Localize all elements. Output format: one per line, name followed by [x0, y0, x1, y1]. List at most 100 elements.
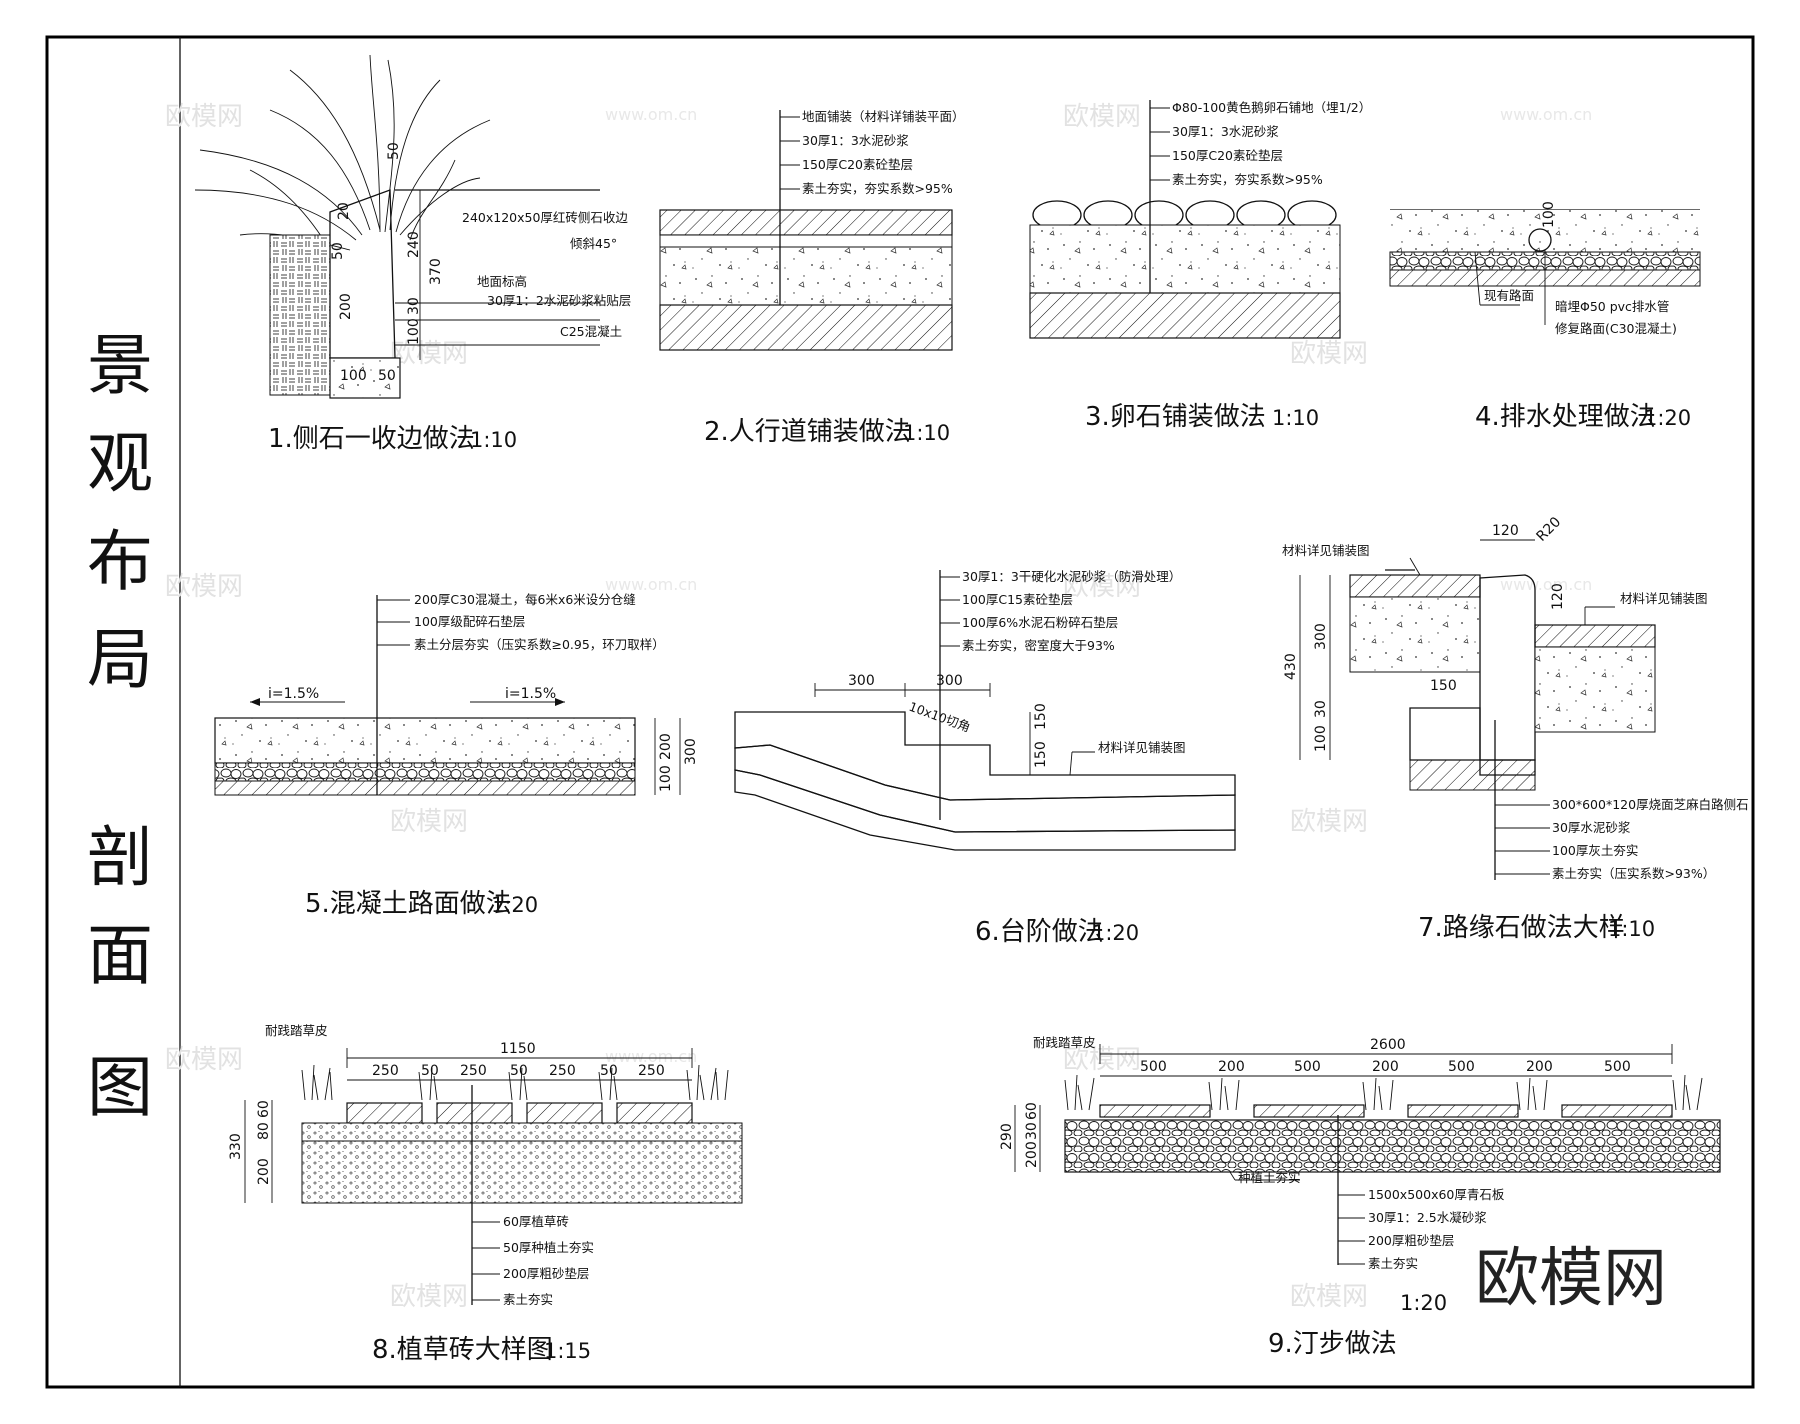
watermark-url: www.om.cn [605, 105, 697, 124]
d2-label: 素土夯实，夯实系数>95% [802, 181, 953, 196]
concrete-layer [659, 246, 953, 306]
sand-layer [301, 1140, 743, 1204]
left-concrete [1349, 596, 1481, 673]
watermark-url: www.om.cn [1500, 575, 1592, 594]
d6-dim: 150 [1033, 703, 1049, 730]
gravel-layer [214, 762, 636, 782]
d3-label: 30厚1：3水泥砂浆 [1172, 124, 1279, 139]
d7-label: 材料详见铺装图 [1282, 543, 1370, 558]
d9-scale: 1:20 [1400, 1291, 1447, 1315]
d8-dim: 200 [256, 1158, 272, 1185]
watermark: 欧模网 [1063, 1045, 1141, 1075]
d1-dim: 50 [386, 142, 402, 160]
d9-dim: 500 [1140, 1059, 1167, 1075]
d8-dim: 50 [600, 1063, 618, 1079]
detail-1-curb-edging: 240x120x50厚红砖侧石收边 倾斜45° 地面标高 30厚1：2水泥砂浆粘… [194, 54, 631, 454]
d4-label: 暗埋Φ50 pvc排水管 [1555, 299, 1669, 314]
paver-3 [526, 1102, 603, 1124]
watermark: 欧模网 [165, 1045, 243, 1075]
d8-dim: 50 [510, 1063, 528, 1079]
d7-label: 300*600*120厚烧面芝麻白路侧石 [1552, 797, 1749, 812]
d1-caption: 1.侧石一收边做法 [268, 424, 475, 454]
title-char: 景 [87, 327, 153, 404]
detail-5-concrete-road: 200厚C30混凝土，每6米x6米设分仓缝 100厚级配碎石垫层 素土分层夯实（… [214, 592, 699, 919]
d5-scale: 1:20 [491, 893, 538, 917]
mortar-layer [659, 234, 953, 248]
d9-dim: 500 [1604, 1059, 1631, 1075]
d7-dim: 100 [1313, 725, 1329, 752]
d3-scale: 1:10 [1272, 406, 1319, 430]
paver-2 [436, 1102, 513, 1124]
watermark: 欧模网 [165, 572, 243, 602]
brand-logo: 欧模网 [1475, 1242, 1667, 1316]
detail-9-stepping-stones: 2600 500 200 500 200 500 200 500 耐践踏草皮 2… [999, 1035, 1721, 1359]
d9-label: 种植土夯实 [1238, 1170, 1301, 1185]
d9-label: 200厚粗砂垫层 [1368, 1233, 1454, 1248]
d3-label: 素土夯实，夯实系数>95% [1172, 172, 1323, 187]
step-soil [734, 769, 1236, 851]
watermark: 欧模网 [1290, 807, 1368, 837]
concrete-base [329, 357, 401, 399]
d8-label: 耐践踏草皮 [265, 1023, 328, 1038]
d5-label: 素土分层夯实（压实系数≥0.95，环刀取样） [414, 637, 665, 652]
road-layer [1390, 210, 1700, 252]
detail-3-pebble-paving: Φ80-100黄色鹅卵石铺地（埋1/2） 30厚1：3水泥砂浆 150厚C20素… [1029, 100, 1371, 432]
d9-label: 素土夯实 [1368, 1256, 1418, 1271]
d8-dim: 250 [460, 1063, 487, 1079]
d1-label: 倾斜45° [570, 236, 617, 251]
d5-caption: 5.混凝土路面做法 [305, 889, 512, 919]
title-char: 面 [87, 917, 153, 994]
d1-dim: 50 [378, 368, 396, 384]
d7-scale: 1:10 [1608, 917, 1655, 941]
left-paving [1349, 574, 1481, 598]
d6-label: 100厚6%水泥石粉碎石垫层 [962, 615, 1118, 630]
d8-dim: 250 [372, 1063, 399, 1079]
detail-8-grass-paver: 1150 250 50 250 50 250 50 250 耐践踏草皮 60 8… [228, 1023, 743, 1365]
d8-dim: 250 [638, 1063, 665, 1079]
d9-dim: 60 [1024, 1102, 1040, 1120]
stone-1 [1099, 1104, 1211, 1118]
d3-caption: 3.卵石铺装做法 [1085, 402, 1266, 432]
soil-layer [659, 304, 953, 351]
d6-dim: 150 [1033, 741, 1049, 768]
d6-label: 100厚C15素砼垫层 [962, 592, 1073, 607]
d9-dim: 500 [1448, 1059, 1475, 1075]
kerb-soil [1409, 759, 1536, 791]
soil-layer [214, 780, 636, 796]
d1-dim: 50 [330, 242, 346, 260]
d1-dim: 200 [338, 293, 354, 320]
concrete-layer [214, 717, 636, 764]
d7-dim: 150 [1430, 678, 1457, 694]
stone-4 [1561, 1104, 1673, 1118]
d6-label: 30厚1：3干硬化水泥砂浆（防滑处理） [962, 569, 1181, 584]
watermark: 欧模网 [1063, 102, 1141, 132]
d7-dim: 120 [1550, 583, 1566, 610]
d7-caption: 7.路缘石做法大样 [1418, 913, 1625, 943]
d8-scale: 1:15 [544, 1339, 591, 1363]
d8-dim: 330 [228, 1133, 244, 1160]
kerb [1479, 574, 1536, 761]
d9-label: 30厚1：2.5水凝砂浆 [1368, 1210, 1487, 1225]
concrete-layer [1029, 224, 1341, 294]
watermarks: 欧模网 www.om.cn 欧模网 www.om.cn 欧模网 欧模网 欧模网 … [165, 102, 1592, 1312]
detail-2-sidewalk-paving: 地面铺装（材料详铺装平面） 30厚1：3水泥砂浆 150厚C20素砼垫层 素土夯… [659, 109, 965, 447]
d1-scale: 1:10 [470, 428, 517, 452]
d3-label: 150厚C20素砼垫层 [1172, 148, 1283, 163]
d8-label: 50厚种植土夯实 [503, 1240, 594, 1255]
d2-label: 地面铺装（材料详铺装平面） [802, 109, 965, 124]
d2-scale: 1:10 [903, 421, 950, 445]
d5-dim: 100 [658, 765, 674, 792]
d9-dim: 200 [1526, 1059, 1553, 1075]
title-char: 布 [87, 523, 153, 600]
d7-label: 100厚灰土夯实 [1552, 843, 1638, 858]
d7-dim: 430 [1283, 653, 1299, 680]
d5-slope: i=1.5% [268, 686, 319, 702]
d9-dim: 500 [1294, 1059, 1321, 1075]
d9-dim: 2600 [1370, 1037, 1406, 1053]
d7-dim: 300 [1313, 623, 1329, 650]
title-char: 观 [87, 425, 153, 502]
d1-dim: 100 [340, 368, 367, 384]
sheet-title: 景 观 布 局 剖 面 图 [87, 327, 153, 1126]
watermark: 欧模网 [1290, 1282, 1368, 1312]
